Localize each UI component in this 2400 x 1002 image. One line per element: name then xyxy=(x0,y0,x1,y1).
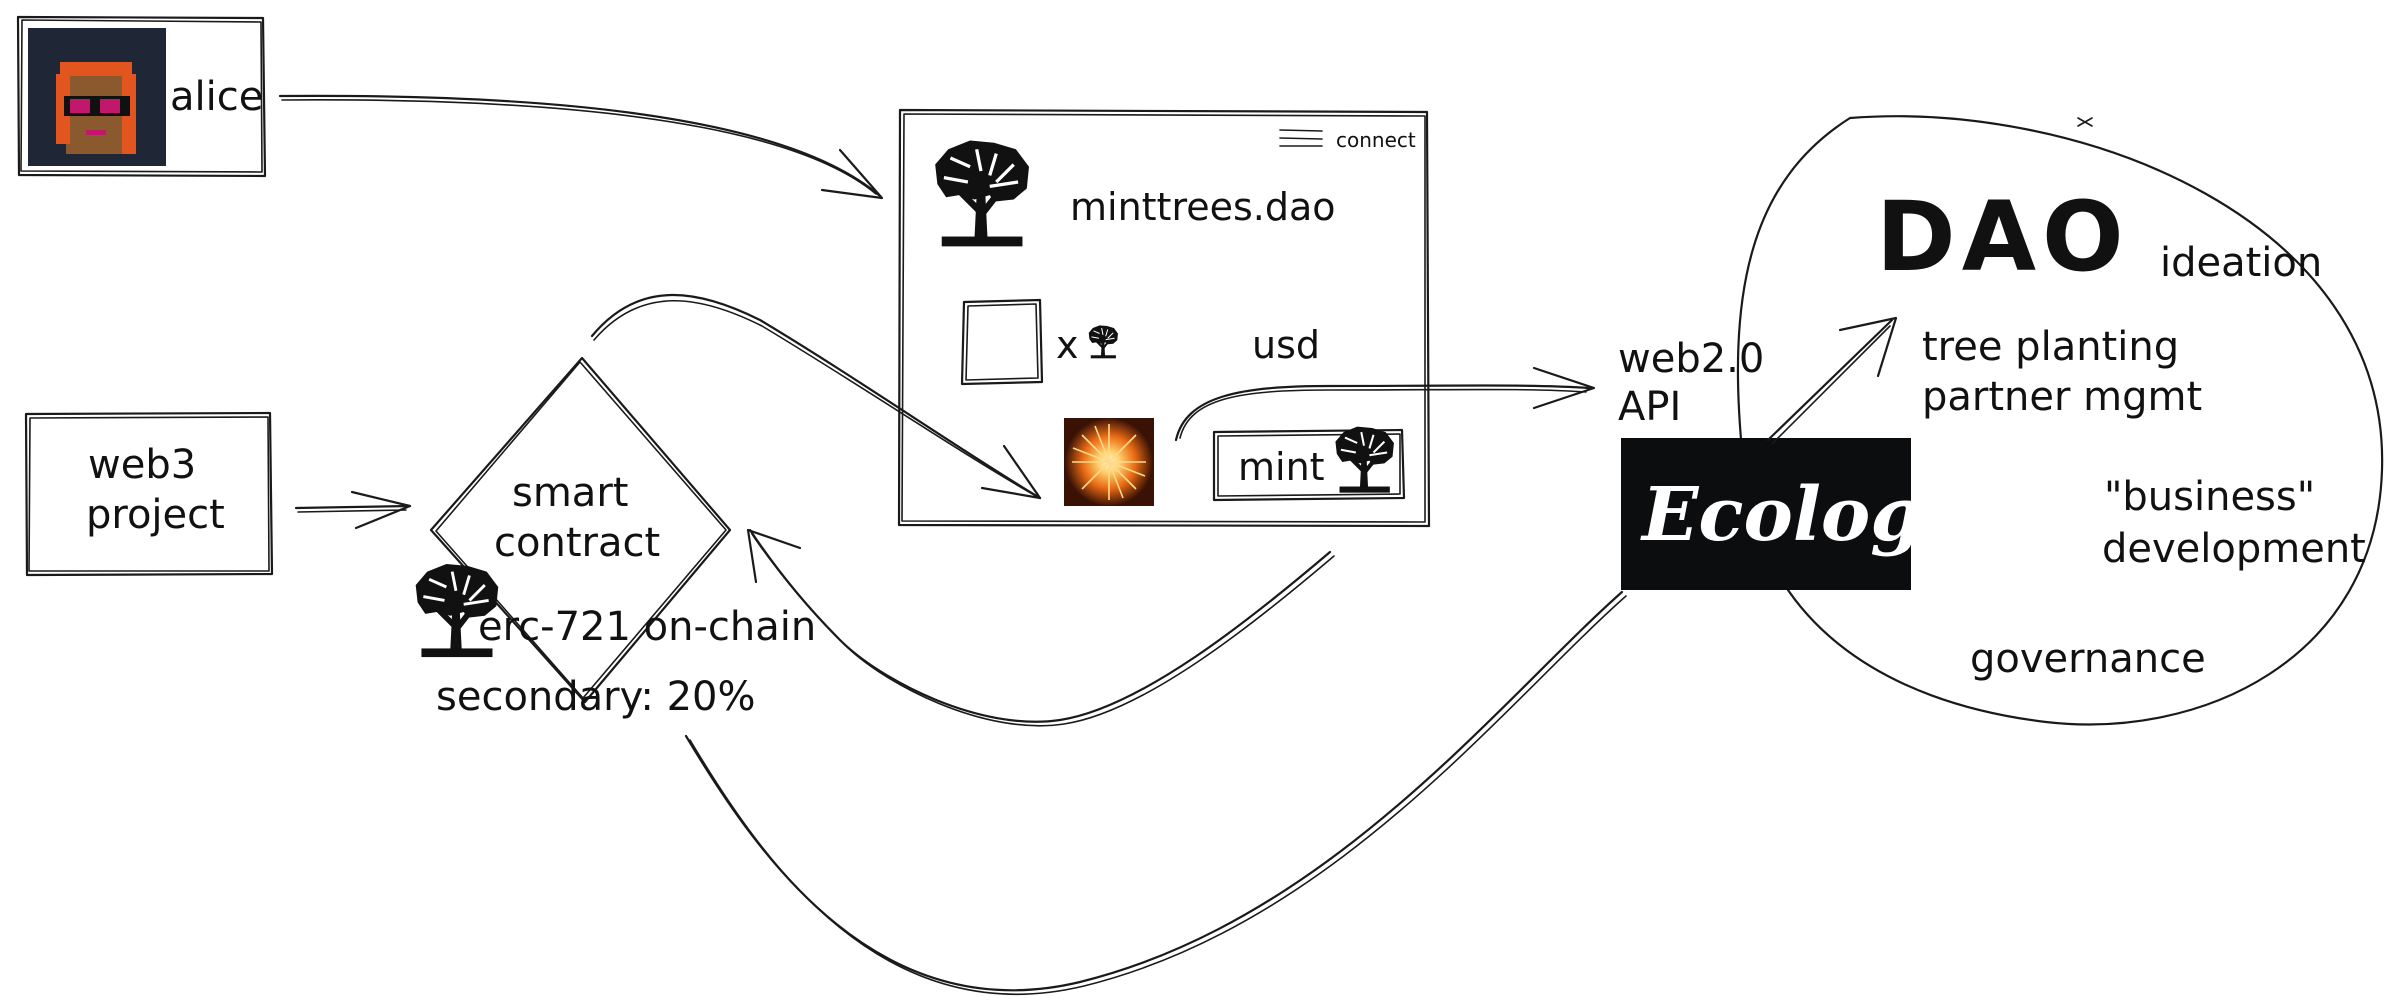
project-label: project xyxy=(86,492,225,538)
business-label: "business" xyxy=(2104,474,2315,520)
arrowhead xyxy=(820,148,884,200)
arrowhead xyxy=(350,490,412,530)
quantity-box[interactable] xyxy=(960,298,1044,386)
alice-avatar xyxy=(28,28,166,166)
dao-title: DAO xyxy=(1876,181,2130,293)
arrow-ecologi-to-dao xyxy=(1766,318,1894,442)
api-label: API xyxy=(1618,384,1681,430)
sparkler-image xyxy=(1064,418,1154,506)
connect-link[interactable]: connect xyxy=(1336,128,1416,152)
app-window: connect minttrees.dao x usd mint xyxy=(897,108,1431,528)
erc-label: erc-721 on-chain xyxy=(478,604,816,650)
web3-label: web3 xyxy=(88,442,196,488)
web2-label: web2.0 xyxy=(1618,336,1764,382)
menu-icon[interactable] xyxy=(1279,129,1323,147)
arrow-web3-to-contract xyxy=(294,504,412,510)
ecologi-label: Ecologi xyxy=(1640,472,1950,558)
connectors xyxy=(278,94,1898,996)
contract-label: contract xyxy=(494,520,660,566)
development-label: development xyxy=(2102,526,2366,572)
curve-ecologi-to-contract xyxy=(684,590,1624,992)
arrow-alice-to-app xyxy=(278,94,882,198)
arrowhead xyxy=(980,444,1042,500)
ideation-label: ideation xyxy=(2160,240,2322,286)
arrow-sparkler-to-api xyxy=(1174,384,1592,442)
mint-label: mint xyxy=(1238,445,1325,489)
multiply-sign: x xyxy=(1056,323,1079,367)
currency-label: usd xyxy=(1252,323,1320,367)
arrowhead xyxy=(1838,316,1898,378)
tree-icon xyxy=(1087,324,1120,360)
arrow-contract-to-sparkler xyxy=(590,293,1042,500)
alice-node: alice xyxy=(16,15,267,178)
app-title: minttrees.dao xyxy=(1070,185,1336,229)
mint-button[interactable]: mint xyxy=(1212,427,1406,502)
web3-project-node: web3 project xyxy=(24,411,274,577)
alice-label: alice xyxy=(170,74,263,120)
secondary-label: secondary: 20% xyxy=(436,674,755,720)
arrowhead xyxy=(1532,366,1596,410)
dao-node: DAO ideation tree planting partner mgmt … xyxy=(1736,115,2384,726)
governance-label: governance xyxy=(1970,636,2206,682)
tree-icon xyxy=(1335,427,1393,493)
ecologi-logo: Ecologi xyxy=(1621,438,1950,590)
arrow-app-to-contract xyxy=(748,528,1332,723)
tree-planting-label: tree planting xyxy=(1922,324,2179,370)
smart-label: smart xyxy=(512,470,628,516)
partner-mgmt-label: partner mgmt xyxy=(1922,374,2202,420)
smart-contract-node: smart contract erc-721 on-chain secondar… xyxy=(416,356,816,720)
api-label-group: web2.0 API xyxy=(1618,336,1764,430)
tree-icon xyxy=(935,141,1029,247)
arrowhead xyxy=(746,528,802,584)
